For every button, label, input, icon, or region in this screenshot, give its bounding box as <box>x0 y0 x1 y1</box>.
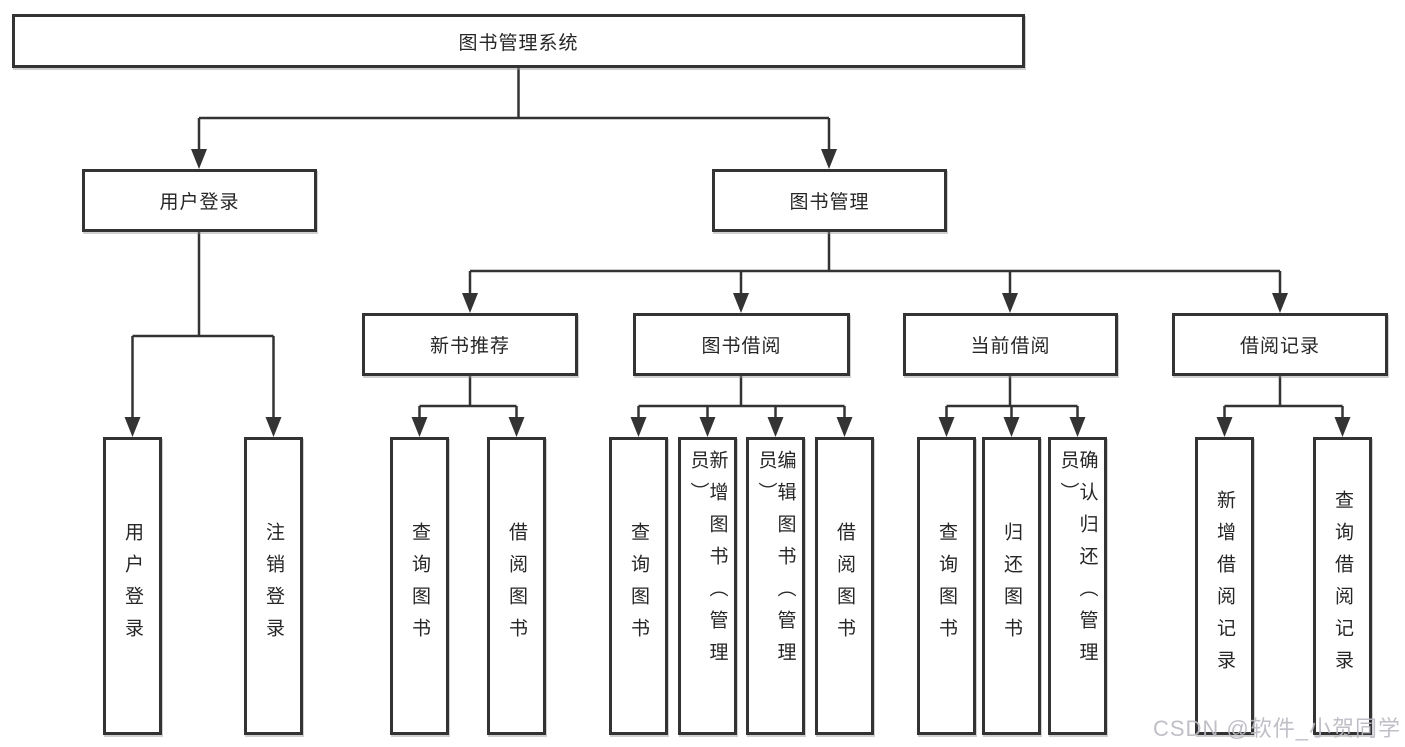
leaf-add-borrow-record: 新增借阅记录 <box>1195 437 1254 735</box>
leaf-borrow-books-borrowing: 借阅图书 <box>815 437 874 735</box>
node-book-borrowing: 图书借阅 <box>633 313 850 376</box>
leaf-logout: 注销登录 <box>244 437 303 735</box>
leaf-query-books-recommend: 查询图书 <box>390 437 449 735</box>
node-book-management: 图书管理 <box>712 169 947 232</box>
leaf-confirm-return-admin: 确认归还（管理员） <box>1048 437 1107 735</box>
node-user-login: 用户登录 <box>82 169 317 232</box>
watermark: CSDN @软件_小贺同学 <box>1152 716 1401 741</box>
node-new-book-recommendation: 新书推荐 <box>362 313 578 376</box>
leaf-query-books-borrowing: 查询图书 <box>609 437 668 735</box>
node-library-system: 图书管理系统 <box>12 14 1025 68</box>
leaf-query-books-current: 查询图书 <box>917 437 976 735</box>
node-borrowing-records: 借阅记录 <box>1172 313 1388 376</box>
leaf-user-login: 用户登录 <box>103 437 162 735</box>
leaf-query-borrow-record: 查询借阅记录 <box>1313 437 1372 735</box>
node-current-borrowing: 当前借阅 <box>903 313 1118 376</box>
leaf-return-books: 归还图书 <box>982 437 1041 735</box>
leaf-add-books-admin: 新增图书（管理员） <box>678 437 737 735</box>
leaf-borrow-books-recommend: 借阅图书 <box>487 437 546 735</box>
leaf-edit-books-admin: 编辑图书（管理员） <box>746 437 805 735</box>
